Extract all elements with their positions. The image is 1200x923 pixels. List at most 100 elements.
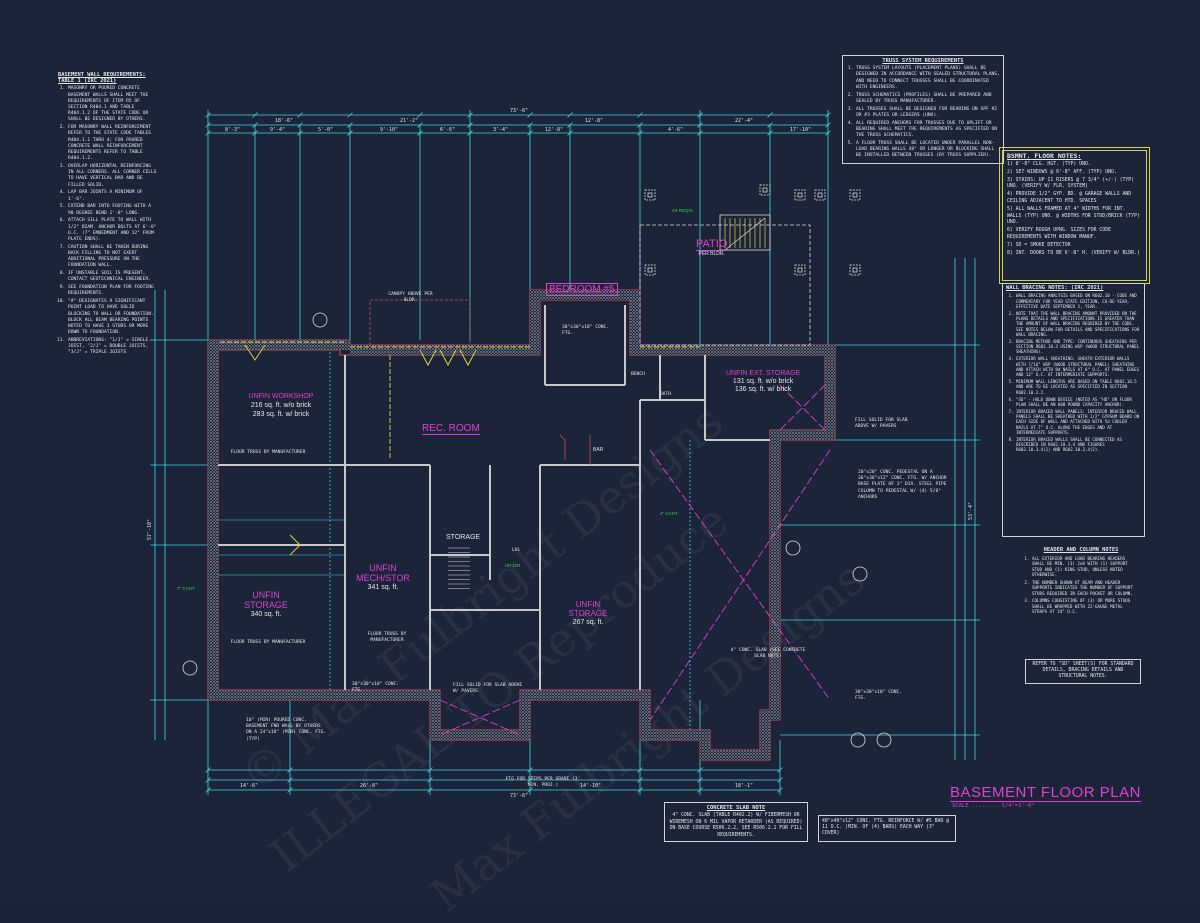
room-sub: PER BLDR. [698, 251, 725, 257]
dimension-tick [527, 112, 533, 118]
dimension-value: 14'-6" [240, 783, 259, 789]
refer-note: REFER TO "SD" SHEET(S) FOR STANDARD DETA… [1025, 659, 1141, 684]
wall-label: 10" (MIN) POURED CONC. BASEMENT FND WALL… [246, 718, 327, 742]
dimension-tick [767, 130, 773, 136]
dimension-tick [287, 787, 293, 793]
note-item: A FLOOR TRUSS SHALL BE LOCATED UNDER PAR… [856, 141, 1000, 160]
note-item: 2) SET WINDOWS @ 6'-8" AFF. (TYP) UNO. [1007, 169, 1117, 175]
dimension-tick [567, 122, 573, 128]
header-column-notes: HEADER AND COLUMN NOTES ALL EXTERIOR AND… [1022, 547, 1140, 616]
header-list: ALL EXTERIOR AND LOAD BEARING HEADERS SH… [1022, 556, 1140, 615]
note-item: BRACING METHOD AND TYPE: CONTINUOUS SHEA… [1016, 339, 1141, 355]
slab-text: 4" CONC. SLAB (TABLE R402.2) W/ FIBERMES… [669, 813, 803, 838]
slab-x-marks [439, 384, 831, 736]
dimension-tick [767, 122, 773, 128]
floor-truss-label: FLOOR TRUSS BY MANUFACTURER [230, 450, 306, 455]
room-area: 131 sq. ft. w/o brick [732, 378, 794, 385]
dimension-value: 26'-8" [360, 783, 379, 789]
dimension-value: 18'-6" [275, 118, 294, 124]
note-item: NOTE THAT THE WALL BRACING AMOUNT PROVID… [1016, 311, 1141, 337]
pier-footing [849, 189, 861, 201]
dimension-tick [347, 122, 353, 128]
dimension-value: 9'-4" [270, 127, 286, 133]
dimension-tick [527, 787, 533, 793]
pier-footing [644, 189, 656, 201]
room-bar: BAR [593, 447, 604, 453]
dimension-tick [427, 777, 433, 783]
footing-note: 40"x40"x12" CONC. FTG. REINFORCE W/ #5 B… [818, 815, 956, 842]
note-item: ALL REQUIRED ANCHORS FOR TRUSSES DUE TO … [856, 121, 1000, 140]
pier-footing [794, 189, 806, 201]
dimension-tick [567, 112, 573, 118]
lvl-label: LVL [512, 548, 521, 553]
beams [220, 341, 700, 460]
note-item: 7) SD = SMOKE DETECTOR [1007, 243, 1071, 249]
note-item: WALL BRACING ANALYSIS BASED ON R602.10 -… [1016, 293, 1141, 309]
footing-note-text: 40"x40"x12" CONC. FTG. REINFORCE W/ #5 B… [822, 819, 950, 837]
dimension-tick [637, 122, 643, 128]
pier-footing [814, 189, 826, 201]
dimension-tick [697, 122, 703, 128]
room-name: PATIO [696, 238, 728, 251]
dimension-value: 17'-10" [790, 127, 812, 133]
fill-solid-label: FILL SOLID FOR SLAB ABOVE W/ PAVERS [453, 683, 523, 695]
room-storage-small: STORAGE [446, 534, 481, 541]
note-item: EXTERIOR WALL SHEATHING: SHEATH EXTERIOR… [1016, 356, 1141, 377]
slab-label: 4" CONC. SLAB (SEE CONCRETE SLAB NOTE) [730, 648, 806, 660]
note-item: 3) STAIRS: UP 11 RISERS @ 7 3/4" (+/-) (… [1007, 177, 1135, 190]
canopy-label: CANOPY ABOVE PER BLDR. [388, 292, 433, 304]
dimension-tick [205, 767, 211, 773]
note-item: "SD" - HOLD DOWN DEVICE (NOTED AS "HD" O… [1016, 397, 1141, 408]
dimension-tick [467, 112, 473, 118]
dimension-tick [205, 112, 211, 118]
room-area: 216 sq. ft. w/o brick [250, 402, 312, 409]
dimension-tick [427, 787, 433, 793]
truss-lines [218, 519, 345, 576]
bsmt-list: 1) 8'-8" CLG. HGT. (TYP) UNO. 2) SET WIND… [1007, 162, 1142, 258]
dimension-value: 8'-3" [225, 127, 241, 133]
dimension-tick [417, 122, 423, 128]
room-mech: UNFIN MECH/STOR 341 sq. ft. [348, 563, 418, 593]
note-item: EXTEND BAR INTO FOOTING WITH A 90 DEGREE… [68, 204, 158, 216]
drawing-sheet: © Max Fulbright Designs ILLEGAL TO Repro… [0, 0, 1200, 900]
floor-truss-label: FLOOR TRUSS BY MANUFACTURER [367, 632, 407, 644]
note-item: TRUSS SYSTEM LAYOUTS (PLACEMENT PLANS) S… [856, 66, 1000, 91]
room-name: UNFIN EXT. STORAGE [726, 370, 801, 377]
note-item: 1) 8'-8" CLG. HGT. (TYP) UNO. [1007, 161, 1091, 167]
note-item: TRUSS SCHEMATICS (PROFILES) SHALL BE PRE… [856, 93, 1000, 105]
dimension-tick [252, 112, 258, 118]
sheet-title: BASEMENT FLOOR PLAN [950, 784, 1141, 802]
dimension-value: 9'-10" [380, 127, 399, 133]
dimension-tick [527, 130, 533, 136]
room-storage-center: UNFIN STORAGE 267 sq. ft. [558, 600, 618, 627]
dimension-tick [297, 122, 303, 128]
bsmt-floor-notes: BSMNT. FLOOR NOTES: 1) 8'-8" CLG. HGT. (… [999, 147, 1150, 284]
header-title: HEADER AND COLUMN NOTES [1043, 547, 1119, 553]
steps-label: FTG FOR STEPS PER GRADE (3' MIN. PROJ.) [505, 777, 581, 789]
dimension-tick [467, 130, 473, 136]
note-item: FOR MASONRY WALL REINFORCEMENT REFER TO … [68, 125, 158, 162]
note-item: MINIMUM WALL LENGTHS ARE BASED ON TABLE … [1016, 379, 1141, 395]
slab-title: CONCRETE SLAB NOTE [706, 805, 766, 811]
pier-post [817, 192, 823, 198]
room-rec: REC. ROOM [422, 423, 480, 435]
dimension-value: 4'-6" [668, 127, 684, 133]
dimension-tick [427, 767, 433, 773]
dimension-tick [637, 112, 643, 118]
room-name: UNFIN MECH/STOR [356, 563, 410, 583]
dimension-tick [205, 122, 211, 128]
dimension-tick [287, 777, 293, 783]
pier-footing [849, 264, 861, 276]
dimension-value: 6'-6" [440, 127, 456, 133]
bracing-list: WALL BRACING ANALYSIS BASED ON R602.10 -… [1006, 293, 1141, 452]
dimension-tick [567, 130, 573, 136]
dimension-value: 12'-8" [585, 118, 604, 124]
room-area: 340 sq. ft. [250, 611, 282, 618]
dimension-value: 57'-10" [147, 518, 153, 540]
dimension-tick [347, 112, 353, 118]
dimension-value: 5'-0" [318, 127, 334, 133]
room-name: UNFIN STORAGE [568, 600, 608, 618]
dimension-tick [637, 787, 643, 793]
wall-hatch [208, 290, 835, 760]
note-item: 4) PROVIDE 1/2" GYP. BD. @ GARAGE WALLS … [1007, 192, 1132, 205]
